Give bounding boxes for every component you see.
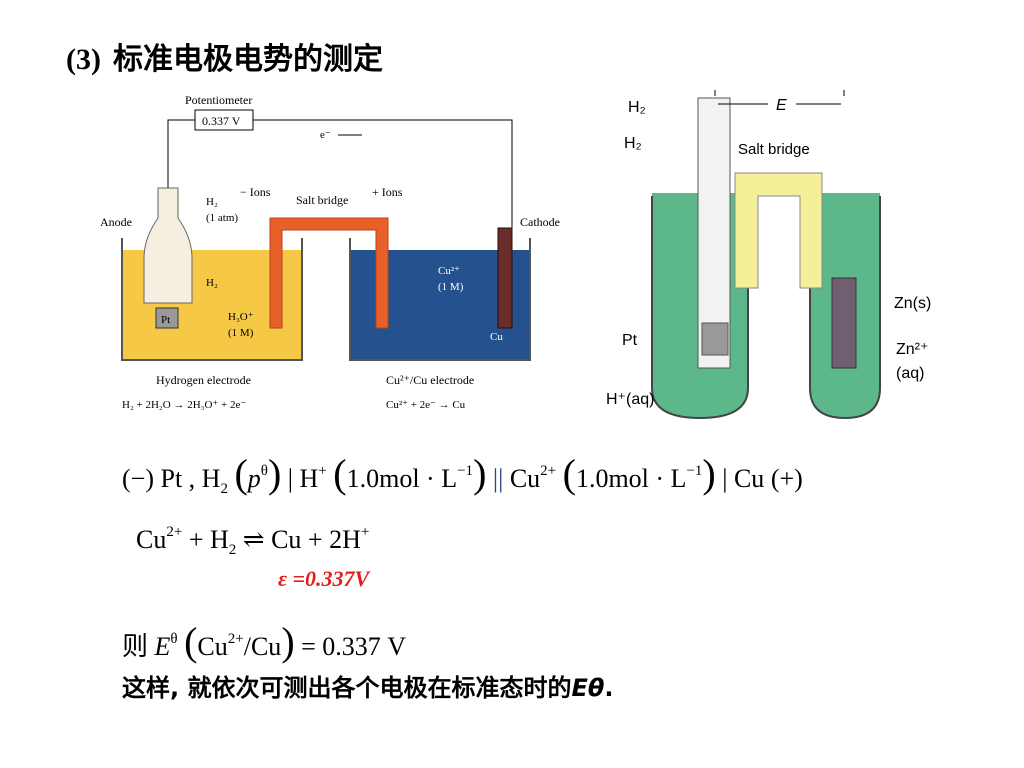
cu-conc: (1 M): [438, 281, 464, 293]
conclusion-text: 这样, 就依次可测出各个电极在标准态时的: [122, 674, 572, 702]
conclusion-symbol: Eθ: [571, 674, 605, 702]
h-concentration: 1.0mol · L: [346, 464, 458, 493]
h-ion-superscript: +: [318, 463, 327, 479]
electron-label: e⁻: [320, 129, 331, 141]
salt-bridge: [269, 217, 389, 329]
h2-pressure: (1 atm): [206, 212, 238, 224]
hydrogen-electrode-tube: [143, 187, 193, 304]
couple-cu: Cu: [197, 632, 228, 661]
pt-label: Pt: [622, 332, 638, 349]
wire-right: [253, 119, 513, 228]
right-beaker: [349, 238, 531, 361]
pressure-superscript: θ: [260, 463, 268, 479]
couple-superscript: 2+: [227, 631, 244, 647]
salt-bridge-label: Salt bridge: [296, 193, 348, 207]
h-aq-label: H⁺(aq): [606, 391, 654, 408]
potentiometer-reading: 0.337 V: [202, 114, 241, 128]
h3o-label: H₃O⁺: [228, 311, 254, 323]
pressure-symbol: p: [247, 464, 261, 493]
potentiometer-label: Potentiometer: [185, 93, 252, 107]
emf-value: ε =0.337V: [278, 566, 370, 591]
e-symbol: E: [154, 632, 171, 661]
plus-ions-label: + Ions: [372, 185, 403, 199]
cu-ion-label: Cu²⁺: [438, 265, 460, 277]
left-u-tube: [651, 196, 749, 420]
equilibrium-arrow-icon: ⇌: [242, 525, 265, 554]
platinum-plate: [701, 322, 729, 356]
reactant-h2: H: [209, 525, 229, 554]
then-label: 则: [122, 632, 149, 662]
cu-reaction: Cu²⁺ + 2e⁻ → Cu: [386, 399, 466, 411]
h2-subscript: 2: [220, 481, 228, 497]
h2-in-label: H₂: [624, 135, 642, 152]
h-concentration-superscript: −1: [457, 463, 474, 479]
h3o-conc: (1 M): [228, 327, 254, 339]
couple-tail: /Cu: [243, 632, 282, 661]
h2-out-label: H₂: [628, 99, 646, 116]
anode-label: Anode: [100, 215, 132, 229]
pt-label: Pt: [161, 314, 170, 326]
cathode-label: Cathode: [520, 215, 560, 229]
cu-label: Cu: [490, 331, 503, 343]
hydrogen-reaction: H₂ + 2H₂O → 2H₃O⁺ + 2e⁻: [122, 399, 246, 411]
salt-bridge: [734, 172, 823, 289]
hydrogen-copper-cell-diagram: Potentiometer 0.337 V e⁻ Pt Anode Cathod…: [100, 93, 560, 411]
conclusion: 这样, 就依次可测出各个电极在标准态时的Eθ.: [122, 668, 614, 703]
cu-electrode: Cu: [733, 464, 765, 493]
h2-bubble-label: H₂: [206, 277, 218, 289]
copper-rod: [497, 227, 513, 329]
slide-title: (3) 标准电极电势的测定: [66, 34, 383, 78]
zn-aq-label: (aq): [896, 365, 924, 382]
wire-left: [167, 119, 195, 188]
standard-potential: 则 Eθ (Cu2+/Cu) = 0.337 V: [122, 619, 407, 664]
positive-electrode: (+): [770, 464, 803, 493]
e-label: E: [776, 97, 787, 114]
minus-ions-label: − Ions: [240, 185, 271, 199]
zn-ion-label: Zn²⁺: [896, 341, 928, 358]
plus-sign: +: [188, 525, 204, 554]
potential-value: = 0.337 V: [301, 632, 407, 661]
cu-concentration: 1.0mol · L: [575, 464, 687, 493]
left-beaker: [121, 238, 303, 361]
cell-reaction: Cu2+ + H2 ⇌ Cu + 2H+: [136, 524, 370, 558]
platinum-plate: [155, 307, 179, 329]
products-superscript: +: [360, 524, 370, 540]
negative-electrode: (−) Pt ,: [122, 464, 196, 493]
h2-label: H₂: [206, 196, 218, 208]
e-superscript: θ: [170, 631, 178, 647]
zinc-rod: [831, 277, 857, 369]
reactant-cu-superscript: 2+: [166, 524, 183, 540]
right-u-tube: [809, 196, 881, 420]
hydrogen-zinc-cell-diagram: E H₂ H₂ Salt bridge Pt H⁺(aq) Zn(s) Zn²⁺…: [606, 90, 931, 420]
products: Cu + 2H: [271, 525, 361, 554]
salt-bridge-label: Salt bridge: [738, 141, 810, 158]
cu-electrode-label: Cu²⁺/Cu electrode: [386, 373, 474, 387]
zn-s-label: Zn(s): [894, 295, 931, 312]
title-text: 标准电极电势的测定: [112, 42, 383, 77]
cell-notation: (−) Pt , H2 (pθ) | H+ (1.0mol · L−1) || …: [122, 451, 803, 497]
cu-ion-symbol: Cu: [509, 464, 541, 493]
reactant-h2-subscript: 2: [228, 542, 237, 558]
h2-symbol: H: [201, 464, 221, 493]
title-number: (3): [66, 43, 101, 76]
hydrogen-electrode-label: Hydrogen electrode: [156, 373, 251, 387]
cu-ion-superscript: 2+: [540, 463, 557, 479]
cu-concentration-superscript: −1: [686, 463, 703, 479]
reactant-cu: Cu: [136, 525, 167, 554]
conclusion-end: .: [604, 674, 614, 702]
h-ion-symbol: H: [299, 464, 319, 493]
